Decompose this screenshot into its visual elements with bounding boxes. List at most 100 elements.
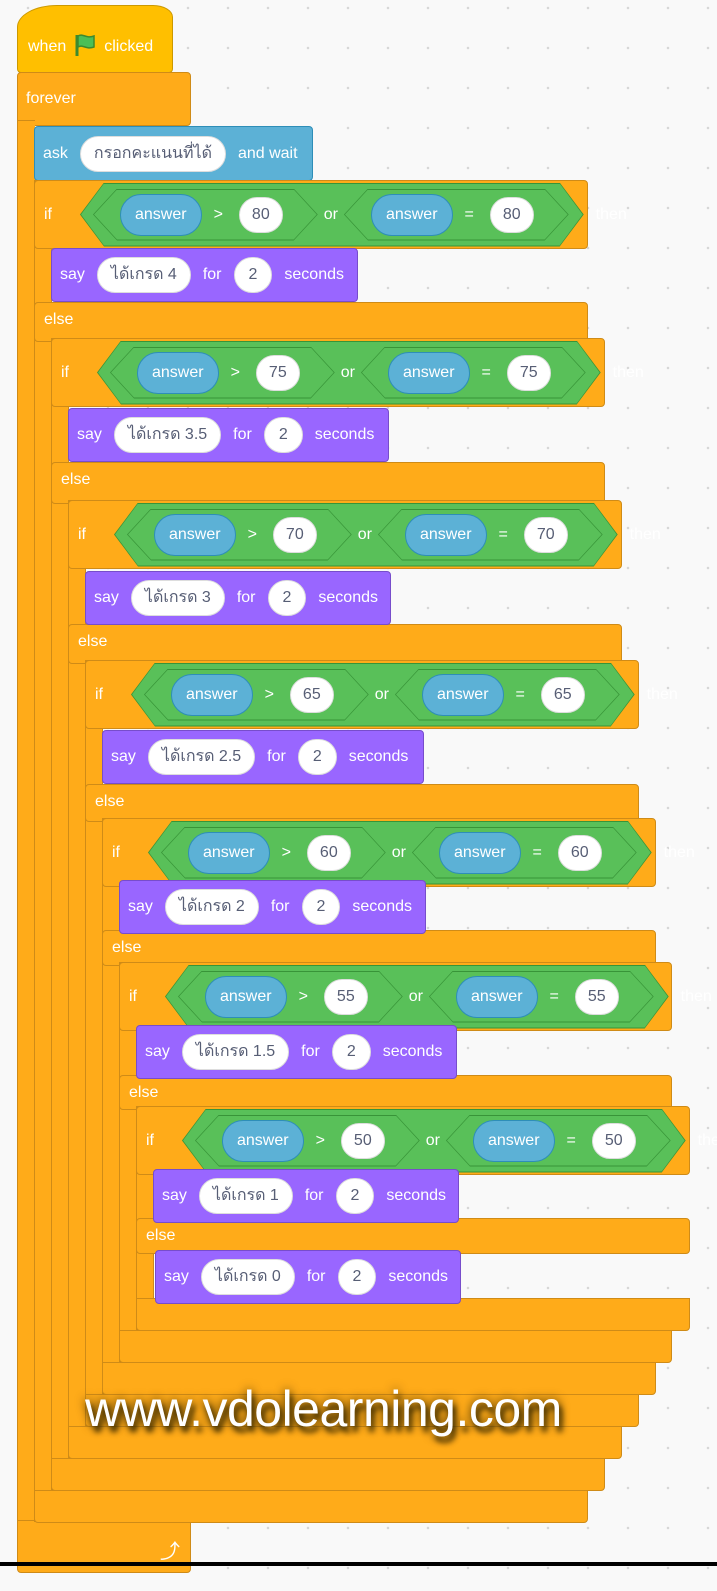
else-row: else — [136, 1218, 690, 1254]
seconds-input[interactable]: 2 — [335, 1178, 375, 1214]
say-message-input[interactable]: ได้เกรด 3 — [130, 580, 225, 616]
answer-reporter[interactable]: answer — [371, 194, 453, 236]
forever-arm — [17, 120, 35, 1530]
answer-reporter[interactable]: answer — [205, 976, 287, 1018]
say-message-input[interactable]: ได้เกรด 3.5 — [113, 417, 222, 453]
threshold-input[interactable]: 60 — [307, 835, 351, 871]
or-condition[interactable]: answer>75 or answer=75 — [97, 341, 601, 405]
seconds-label: seconds — [314, 426, 375, 443]
operator-symbol: > — [315, 1131, 325, 1149]
or-condition[interactable]: answer>55 or answer=55 — [165, 965, 669, 1029]
answer-reporter[interactable]: answer — [422, 674, 504, 716]
greater-than-condition[interactable]: answer>80 — [93, 189, 318, 241]
say-label: say — [162, 1187, 187, 1204]
for-label: for — [236, 589, 256, 606]
answer-reporter[interactable]: answer — [154, 514, 236, 556]
threshold-input[interactable]: 50 — [592, 1123, 636, 1159]
answer-reporter[interactable]: answer — [439, 832, 521, 874]
or-label: or — [425, 1131, 440, 1149]
threshold-input[interactable]: 50 — [341, 1123, 385, 1159]
seconds-input[interactable]: 2 — [337, 1259, 377, 1295]
say-label: say — [60, 266, 85, 283]
equals-condition[interactable]: answer=50 — [446, 1115, 671, 1167]
seconds-label: seconds — [386, 1187, 446, 1204]
bottom-border — [0, 1562, 717, 1566]
answer-reporter[interactable]: answer — [188, 832, 270, 874]
greater-than-condition[interactable]: answer>55 — [178, 971, 403, 1023]
threshold-input[interactable]: 70 — [273, 517, 317, 553]
ask-question-input[interactable]: กรอกคะแนนที่ได้ — [79, 135, 226, 172]
equals-condition[interactable]: answer=65 — [395, 669, 620, 721]
seconds-input[interactable]: 2 — [331, 1034, 371, 1070]
ask-and-wait-block[interactable]: ask กรอกคะแนนที่ได้ and wait — [34, 126, 313, 181]
equals-condition[interactable]: answer=70 — [378, 509, 603, 561]
threshold-input[interactable]: 55 — [575, 979, 619, 1015]
threshold-input[interactable]: 65 — [290, 677, 334, 713]
seconds-input[interactable]: 2 — [263, 417, 303, 453]
greater-than-condition[interactable]: answer>70 — [127, 509, 352, 561]
equals-condition-body: answer=70 — [379, 510, 602, 560]
when-flag-clicked-block[interactable]: when clicked — [17, 5, 173, 73]
threshold-input[interactable]: 80 — [490, 197, 534, 233]
threshold-input[interactable]: 55 — [324, 979, 368, 1015]
equals-condition[interactable]: answer=55 — [429, 971, 654, 1023]
greater-than-condition[interactable]: answer>65 — [144, 669, 369, 721]
greater-than-condition[interactable]: answer >60 — [161, 827, 386, 879]
say-message-input[interactable]: ได้เกรด 2 — [164, 889, 259, 925]
seconds-label: seconds — [284, 266, 344, 283]
answer-reporter[interactable]: answer — [473, 1120, 555, 1162]
or-label: or — [408, 987, 423, 1005]
seconds-input[interactable]: 2 — [267, 580, 307, 616]
answer-reporter[interactable]: answer — [171, 674, 253, 716]
seconds-input[interactable]: 2 — [297, 739, 337, 775]
say-message-input[interactable]: ได้เกรด 1 — [198, 1178, 293, 1214]
operator-symbol: > — [281, 843, 291, 861]
threshold-input[interactable]: 60 — [558, 835, 602, 871]
say-message-input[interactable]: ได้เกรด 2.5 — [147, 739, 256, 775]
for-label: for — [306, 1268, 326, 1285]
say-message-input[interactable]: ได้เกรด 0 — [200, 1259, 295, 1295]
answer-reporter[interactable]: answer — [222, 1120, 304, 1162]
if-else-footer — [85, 1394, 639, 1427]
threshold-input[interactable]: 75 — [507, 355, 551, 391]
seconds-input[interactable]: 2 — [301, 889, 341, 925]
seconds-input[interactable]: 2 — [233, 257, 273, 293]
answer-reporter[interactable]: answer — [405, 514, 487, 556]
answer-reporter[interactable]: answer — [120, 194, 202, 236]
threshold-input[interactable]: 75 — [256, 355, 300, 391]
answer-reporter[interactable]: answer — [137, 352, 219, 394]
equals-condition[interactable]: answer=80 — [344, 189, 569, 241]
else-row: else — [119, 1075, 672, 1110]
equals-condition[interactable]: answer=75 — [361, 347, 586, 399]
threshold-input[interactable]: 70 — [524, 517, 568, 553]
threshold-input[interactable]: 65 — [541, 677, 585, 713]
if-else-arm — [102, 818, 120, 1394]
or-label: or — [323, 205, 338, 223]
greater-than-condition[interactable]: answer>75 — [110, 347, 335, 399]
if-label: if — [61, 363, 69, 381]
or-condition[interactable]: answer >50 or answer=50 — [182, 1109, 686, 1173]
say-message-input[interactable]: ได้เกรด 1.5 — [181, 1034, 290, 1070]
or-condition-body: answer>80 or answer=80 — [81, 184, 583, 246]
or-condition[interactable]: answer>80 or answer=80 — [80, 183, 584, 247]
say-message-input[interactable]: ได้เกรด 4 — [96, 257, 191, 293]
or-label: or — [340, 363, 355, 381]
equals-condition[interactable]: answer=60 — [412, 827, 637, 879]
else-label: else — [95, 793, 125, 810]
answer-reporter[interactable]: answer — [388, 352, 470, 394]
threshold-input[interactable]: 80 — [239, 197, 283, 233]
answer-reporter[interactable]: answer — [456, 976, 538, 1018]
greater-than-condition[interactable]: answer >50 — [195, 1115, 420, 1167]
loop-arrow-icon: ⤴ — [160, 1541, 180, 1563]
